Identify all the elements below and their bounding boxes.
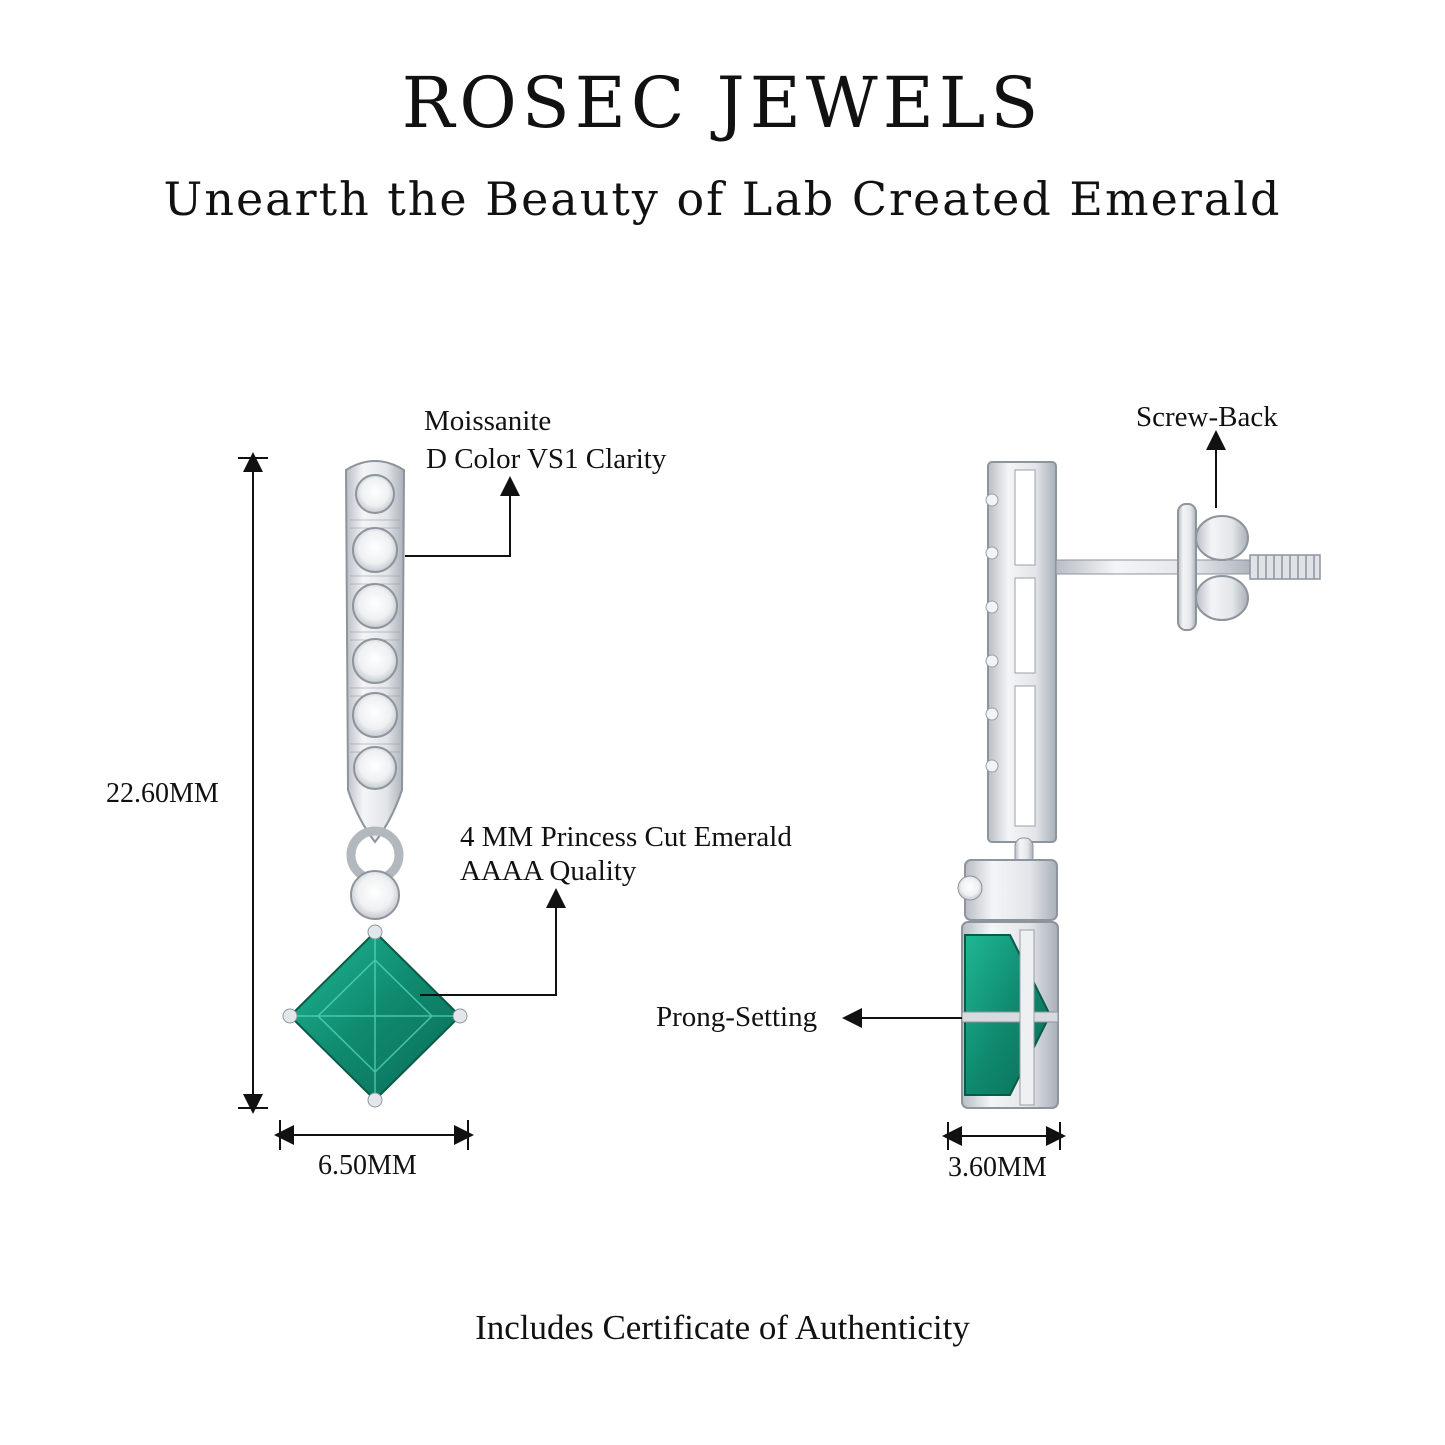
moissanite-stone	[353, 746, 397, 790]
tagline: Unearth the Beauty of Lab Created Emeral…	[163, 172, 1282, 226]
height-dimension-line	[238, 452, 268, 1114]
moissanite-callout-line	[405, 476, 520, 557]
moissanite-stone	[352, 692, 398, 738]
moissanite-stone	[352, 583, 398, 629]
earring-post	[1055, 559, 1257, 575]
connector-stone	[350, 870, 400, 920]
certificate-note: Includes Certificate of Authenticity	[475, 1308, 970, 1347]
moissanite-stone	[352, 638, 398, 684]
width-dimension-label: 6.50MM	[318, 1150, 417, 1181]
screw-back-label: Screw-Back	[1136, 401, 1278, 433]
prong-setting-label: Prong-Setting	[656, 1001, 818, 1033]
side-width-dimension-line	[942, 1122, 1066, 1150]
moissanite-stone	[352, 527, 398, 573]
prong	[367, 1092, 383, 1108]
width-dimension-line	[274, 1120, 474, 1150]
emerald-quality-label: AAAA Quality	[460, 855, 637, 887]
side-earring	[957, 461, 1321, 1109]
moissanite-grade-label: D Color VS1 Clarity	[426, 443, 667, 475]
moissanite-label: Moissanite	[424, 405, 552, 437]
screw-back-nut	[1177, 503, 1197, 631]
brand-title: ROSEC JEWELS	[401, 62, 1044, 144]
front-earring	[282, 460, 468, 1108]
emerald-callout-line	[420, 888, 566, 996]
moissanite-stone	[355, 474, 395, 514]
emerald-label: 4 MM Princess Cut Emerald	[460, 821, 792, 853]
prong	[282, 1008, 298, 1024]
prong	[452, 1008, 468, 1024]
height-dimension-label: 22.60MM	[106, 778, 219, 809]
prong	[367, 924, 383, 940]
side-width-dimension-label: 3.60MM	[948, 1152, 1047, 1183]
